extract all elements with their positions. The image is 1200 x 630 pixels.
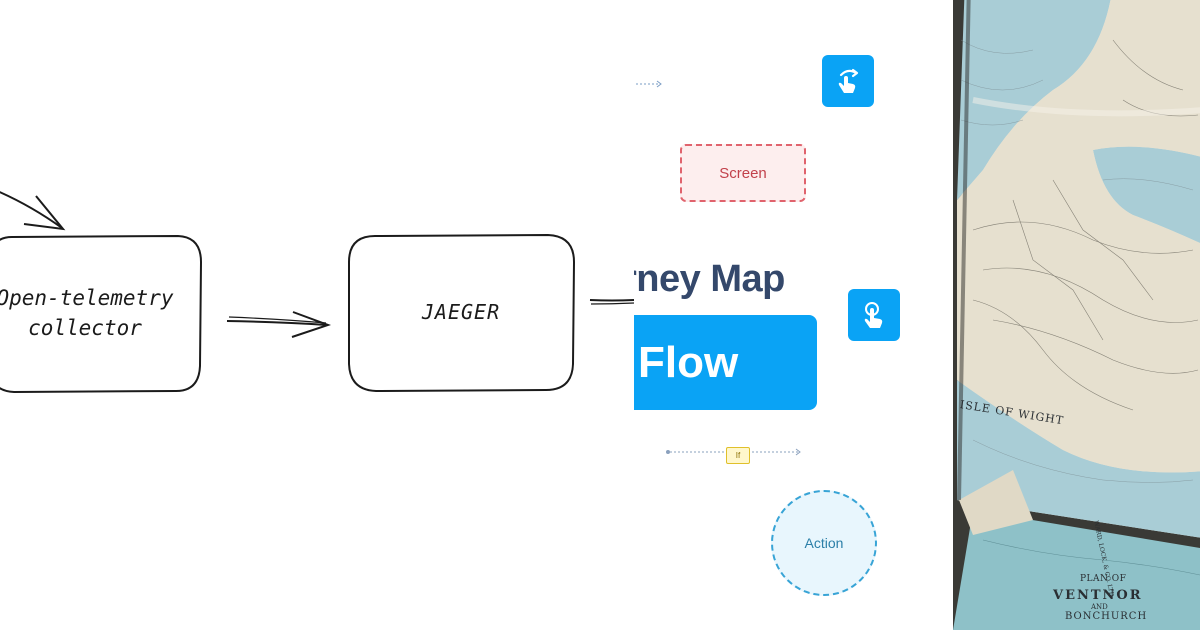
map-label-and: AND xyxy=(1091,603,1108,611)
incoming-arrowhead xyxy=(23,195,66,231)
screen-node-label: Screen xyxy=(719,164,767,182)
map-photo-image xyxy=(953,0,1200,630)
action-node-label: Action xyxy=(804,535,844,551)
condition-connector-arrowhead xyxy=(795,448,801,456)
swipe-icon xyxy=(838,68,859,93)
swipe-tile xyxy=(822,55,874,107)
otel-collector-label: Open-telemetry collector xyxy=(0,286,174,340)
jaeger-label: JAEGER xyxy=(421,300,501,324)
outgoing-edge xyxy=(589,299,634,302)
map-label-plan-of: PLAN OF xyxy=(1080,574,1127,584)
journey-map-panel: Screen rney Map Flow If Action xyxy=(634,0,953,630)
condition-tag: If xyxy=(726,447,750,464)
flow-label: Flow xyxy=(638,337,739,387)
tap-icon xyxy=(864,302,883,328)
screen-node: Screen xyxy=(680,144,806,202)
map-label-ventnor: VENTNOR xyxy=(1053,588,1143,603)
map-label-bonchurch: BONCHURCH xyxy=(1065,611,1148,622)
action-node: Action xyxy=(771,490,877,596)
journey-connectors xyxy=(636,80,801,456)
jaeger-node xyxy=(348,233,576,393)
map-photo-panel: ISLE OF WIGHT WARD, LOCK, & CO. LTD. PLA… xyxy=(953,0,1200,630)
otel-collector-node xyxy=(0,234,203,394)
top-connector-arrowhead xyxy=(656,80,662,88)
condition-label: If xyxy=(735,451,741,460)
incoming-arrow xyxy=(0,191,63,229)
journey-map-title: rney Map xyxy=(634,258,785,300)
edge-otel-to-jaeger xyxy=(226,320,328,326)
edge-otel-to-jaeger-arrowhead xyxy=(291,311,332,338)
condition-connector-start xyxy=(666,450,670,454)
sketch-diagram-panel: Open-telemetry collector JAEGER xyxy=(0,191,634,394)
edge-otel-to-jaeger-stroke xyxy=(228,316,327,324)
flow-banner: Flow xyxy=(634,315,817,410)
tap-tile xyxy=(848,289,900,341)
sketch-diagram-canvas xyxy=(0,191,634,394)
outgoing-edge-stroke xyxy=(590,302,634,305)
